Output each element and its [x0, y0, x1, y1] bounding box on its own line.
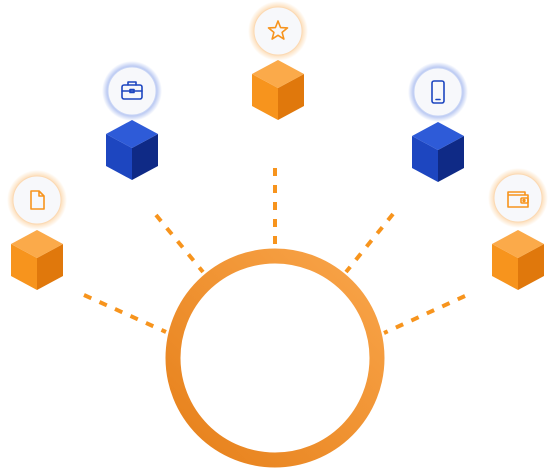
node-phone [408, 62, 468, 182]
connector-document [83, 293, 167, 334]
cube-star [252, 60, 304, 120]
star-icon [267, 20, 289, 40]
hub-ring [165, 248, 385, 468]
briefcase-icon [121, 81, 143, 100]
node-document [7, 170, 67, 290]
node-star [248, 1, 308, 120]
node-briefcase [102, 61, 162, 180]
document-icon [30, 190, 45, 210]
wallet-icon [507, 191, 529, 208]
badge-star [248, 1, 308, 61]
connector-wallet [383, 294, 466, 335]
badge-briefcase [102, 61, 162, 121]
badge-wallet [488, 168, 548, 228]
smartphone-icon [431, 80, 445, 104]
node-wallet [488, 168, 548, 290]
connector-briefcase [154, 213, 205, 274]
badge-document [7, 170, 67, 230]
cube-document [11, 230, 63, 290]
cube-phone [412, 122, 464, 182]
badge-phone [408, 62, 468, 122]
cube-briefcase [106, 120, 158, 180]
connector-phone [344, 212, 395, 274]
cube-wallet [492, 230, 544, 290]
